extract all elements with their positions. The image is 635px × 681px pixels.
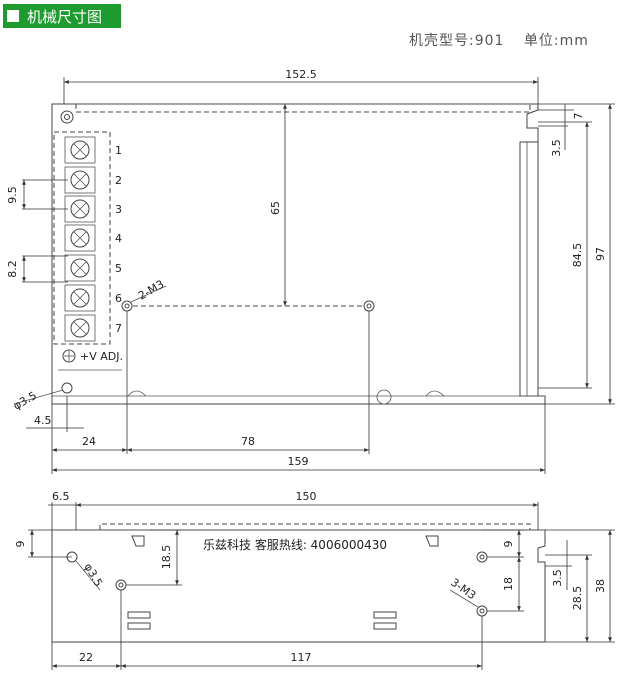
dim-150-label: 150 xyxy=(296,490,317,503)
dim-65-label: 65 xyxy=(269,201,282,215)
side-m3-right-top-inner xyxy=(479,554,485,560)
terminal-cell xyxy=(64,314,96,342)
dim-right-9-label: 9 xyxy=(502,541,515,548)
unit-label: 单位:mm xyxy=(523,33,589,49)
dim-38-label: 38 xyxy=(594,579,607,593)
top-view: 1 2 3 4 5 6 7 +V ADJ. 152.5 65 97 84.5 3.5 xyxy=(6,68,615,474)
terminal-screw-cross xyxy=(73,321,87,335)
m3-hole-right xyxy=(363,300,375,312)
terminal-cell xyxy=(64,224,96,252)
vadj-label: +V ADJ. xyxy=(80,350,123,363)
model-info: 机壳型号:901 单位:mm xyxy=(409,30,589,50)
m3-hole-right-inner xyxy=(366,303,372,309)
dim-18-5-label: 18.5 xyxy=(160,545,173,570)
m3-hole-left-inner xyxy=(124,303,130,309)
dia-leader xyxy=(13,389,64,405)
m3-label: 2-M3 xyxy=(136,278,166,303)
dim-97-label: 97 xyxy=(594,247,607,261)
dia-label: φ3.5 xyxy=(11,389,39,413)
dim-84-label: 84.5 xyxy=(571,243,584,268)
side-m3-right-top xyxy=(476,551,488,563)
side-view-cover-dashed xyxy=(99,523,531,530)
bottom-hole xyxy=(376,389,392,405)
bottom-tab-2 xyxy=(425,390,445,397)
dim-28-label: 28.5 xyxy=(571,586,584,611)
terminal-number: 2 xyxy=(115,174,122,187)
top-view-cover-dashed xyxy=(75,104,531,113)
right-rail xyxy=(519,141,539,397)
dim-left-9-label: 9 xyxy=(14,541,27,548)
terminal-screws: 1 2 3 4 5 6 7 xyxy=(64,136,122,342)
side-m3-right-bottom-inner xyxy=(479,608,485,614)
side-m3-left xyxy=(115,579,127,591)
terminal-screw-cross xyxy=(73,231,87,245)
terminal-screw-icon xyxy=(70,199,90,219)
terminal-screw-cross xyxy=(73,143,87,157)
side-dia-label: φ3.5 xyxy=(81,561,105,589)
terminal-block xyxy=(53,131,111,345)
model-label: 机壳型号:901 xyxy=(409,33,505,49)
bottom-tab-1 xyxy=(127,390,147,397)
terminal-number: 7 xyxy=(115,322,122,335)
top-view-outline xyxy=(51,103,546,405)
terminal-cell xyxy=(64,284,96,312)
side-m3-left-inner xyxy=(118,582,124,588)
side-slot-2 xyxy=(127,622,151,630)
terminal-screw-icon xyxy=(70,288,90,308)
dim-22-label: 22 xyxy=(79,651,93,664)
side-tab-right xyxy=(425,535,439,547)
terminal-number: 4 xyxy=(115,232,122,245)
side-slot-3 xyxy=(373,611,397,619)
terminal-screw-icon xyxy=(70,318,90,338)
terminal-screw-cross xyxy=(73,173,87,187)
corner-hole-inner xyxy=(64,114,70,120)
terminal-number: 5 xyxy=(115,262,122,275)
vadj-pot xyxy=(62,349,76,363)
dim-6-5-label: 6.5 xyxy=(52,490,70,503)
side-view-outline xyxy=(51,529,546,643)
m3-leader xyxy=(130,285,167,303)
terminal-screw-icon xyxy=(70,228,90,248)
side-tab-left xyxy=(131,535,145,547)
side-slot-4 xyxy=(373,622,397,630)
side-m3-right-bottom xyxy=(476,605,488,617)
section-title: 机械尺寸图 xyxy=(3,4,121,28)
terminal-screw-icon xyxy=(70,258,90,278)
terminal-screw-cross xyxy=(73,202,87,216)
dim-7-label: 7 xyxy=(572,113,585,120)
dim-24-label: 24 xyxy=(82,435,96,448)
side-slot-1 xyxy=(127,611,151,619)
dim-right-18-label: 18 xyxy=(502,577,515,591)
terminal-screw-icon xyxy=(70,170,90,190)
hotline-text: 乐兹科技 客服热线: 4006000430 xyxy=(203,537,387,552)
dim-152-label: 152.5 xyxy=(285,68,317,81)
left-mount-hole xyxy=(61,382,73,394)
dim-4-5-label: 4.5 xyxy=(34,414,52,427)
dim-8-2-label: 8.2 xyxy=(6,260,19,278)
terminal-screw-icon xyxy=(70,140,90,160)
terminal-screw-cross xyxy=(73,291,87,305)
terminal-cell xyxy=(64,136,96,164)
terminal-cell xyxy=(64,254,96,282)
dim-117-label: 117 xyxy=(291,651,312,664)
m3-hole-left xyxy=(121,300,133,312)
terminal-number: 3 xyxy=(115,203,122,216)
side-view: 乐兹科技 客服热线: 4006000430 150 6.5 9 18.5 φ3.… xyxy=(14,490,615,670)
dim-9-5-label: 9.5 xyxy=(6,186,19,204)
dim-159-label: 159 xyxy=(288,455,309,468)
section-title-text: 机械尺寸图 xyxy=(27,7,103,26)
side-m3-leader xyxy=(449,589,479,608)
dim-78-label: 78 xyxy=(241,435,255,448)
square-icon xyxy=(7,10,19,22)
dim-3-5-label: 3.5 xyxy=(550,139,563,157)
dim-3-5-side-label: 3.5 xyxy=(551,569,564,587)
terminal-number: 6 xyxy=(115,292,122,305)
side-dia-leader xyxy=(75,560,101,591)
corner-hole xyxy=(60,110,74,124)
terminal-screw-cross xyxy=(73,261,87,275)
terminal-number: 1 xyxy=(115,144,122,157)
